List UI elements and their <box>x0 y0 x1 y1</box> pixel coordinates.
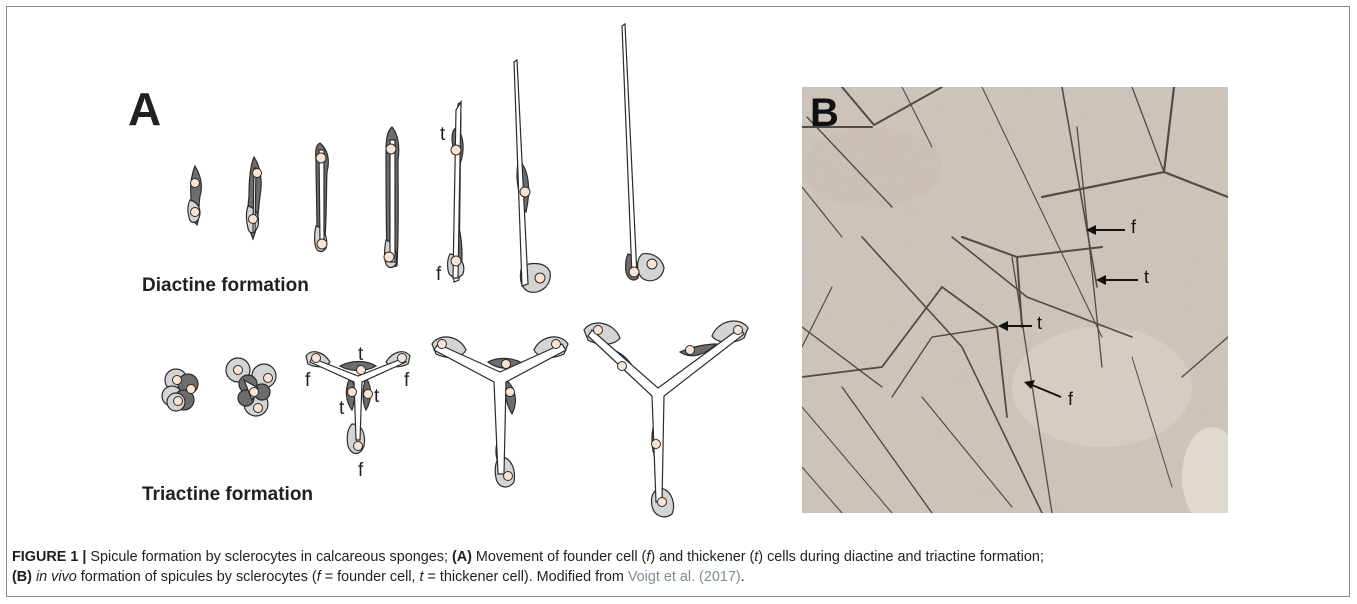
caption-text-2: Movement of founder cell ( <box>472 549 646 565</box>
diactine-stage-7 <box>622 24 664 281</box>
caption-text-5: formation of spicules by sclerocytes ( <box>77 569 317 585</box>
triactine-f-label-right: f <box>404 370 410 391</box>
figure-caption: FIGURE 1 | Spicule formation by sclerocy… <box>12 547 1342 587</box>
diactine-stage-4 <box>384 127 399 267</box>
caption-b-label: (B) <box>12 569 32 585</box>
triactine-stage-2 <box>226 358 276 416</box>
triactine-t-label-left: t <box>339 398 345 419</box>
figure-label: FIGURE 1 | <box>12 549 86 565</box>
triactine-stage-5 <box>584 321 748 517</box>
triactine-formation-caption: Triactine formation <box>142 485 313 504</box>
triactine-stage-4 <box>432 337 568 487</box>
reference-link[interactable]: Voigt et al. (2017) <box>628 569 741 585</box>
caption-text-3: ) and thickener ( <box>650 549 754 565</box>
caption-text-7: = thickener cell). Modified from <box>424 569 628 585</box>
triactine-t-label-right: t <box>374 386 380 407</box>
caption-a-label: (A) <box>452 549 472 565</box>
triactine-stage-1 <box>162 369 198 411</box>
diactine-formation-caption: Diactine formation <box>142 276 309 295</box>
triactine-stage-3 <box>306 352 410 454</box>
caption-text-8: . <box>741 569 745 585</box>
diactine-stage-6 <box>514 60 550 292</box>
arrow-label-t-bottom: t <box>1037 314 1042 332</box>
triactine-f-label-bottom: f <box>358 460 364 481</box>
caption-in-vivo: in vivo <box>36 569 77 585</box>
arrow-label-f-top: f <box>1131 218 1136 236</box>
diactine-stage-2 <box>247 157 262 239</box>
triactine-t-label-top: t <box>358 344 364 365</box>
caption-text-1: Spicule formation by sclerocytes in calc… <box>86 549 452 565</box>
panel-b-micrograph: B f t t f <box>802 87 1228 513</box>
diactine-stage-1 <box>188 166 201 225</box>
diactine-stage-5 <box>448 102 464 282</box>
diactine-t-label: t <box>440 124 446 145</box>
micrograph-image <box>802 87 1228 513</box>
arrow-label-f-bottom: f <box>1068 390 1073 408</box>
panel-b-label: B <box>810 93 839 133</box>
caption-text-6: = founder cell, <box>321 569 420 585</box>
triactine-f-label-left: f <box>305 370 311 391</box>
arrow-label-t-top: t <box>1144 268 1149 286</box>
caption-text-4: ) cells during diactine and triactine fo… <box>758 549 1044 565</box>
diactine-f-label: f <box>436 264 442 285</box>
diactine-stage-3 <box>315 143 329 251</box>
